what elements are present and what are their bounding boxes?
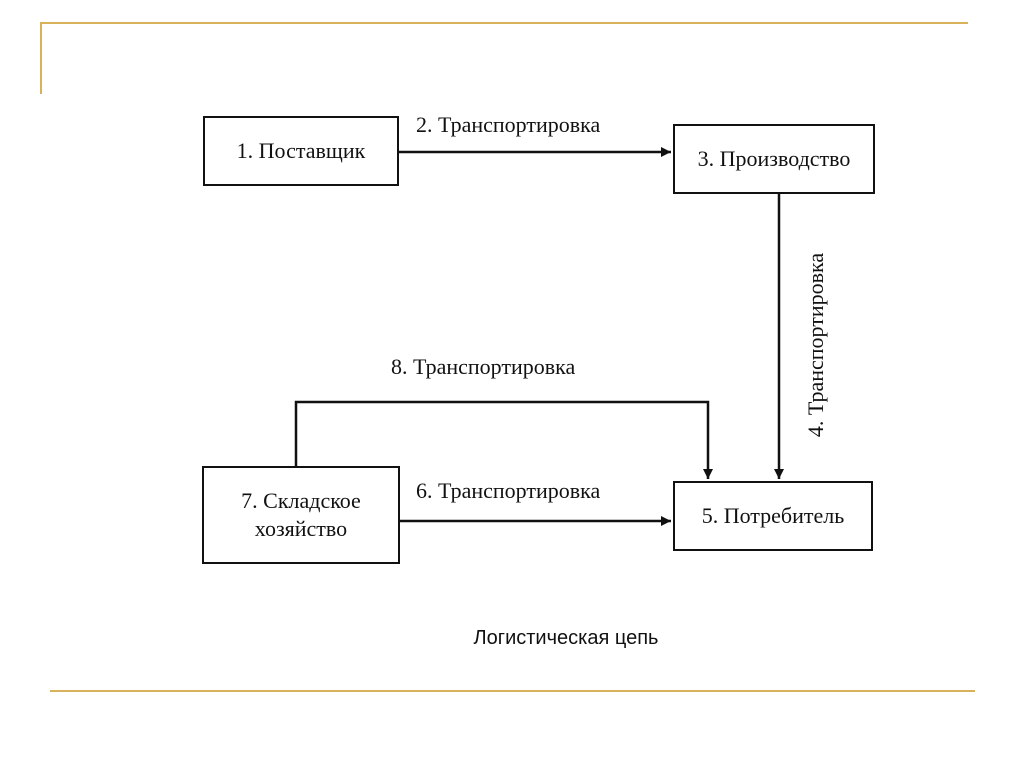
node-consumer: 5. Потребитель	[673, 481, 873, 551]
top-decor-line	[40, 22, 968, 24]
node-supplier: 1. Поставщик	[203, 116, 399, 186]
node-warehouse-label-line1: 7. Складское	[241, 488, 361, 513]
edge-label-transport-8: 8. Транспортировка	[391, 354, 576, 379]
left-decor-line	[40, 22, 42, 94]
arrow-warehouse-loop-to-consumer	[294, 400, 713, 479]
edge-label-transport-2: 2. Транспортировка	[416, 112, 601, 137]
edge-label-transport-6: 6. Транспортировка	[416, 478, 601, 503]
node-production-label: 3. Производство	[697, 146, 851, 171]
node-warehouse: 7. Складское хозяйство	[202, 466, 400, 564]
node-supplier-label: 1. Поставщик	[236, 138, 366, 163]
node-production: 3. Производство	[673, 124, 875, 194]
node-warehouse-label-line2: хозяйство	[254, 516, 348, 541]
diagram-caption: Логистическая цепь	[473, 627, 659, 649]
bottom-decor-line	[50, 690, 975, 692]
node-consumer-label: 5. Потребитель	[701, 503, 845, 528]
edge-label-transport-4: 4. Транспортировка	[803, 252, 828, 438]
